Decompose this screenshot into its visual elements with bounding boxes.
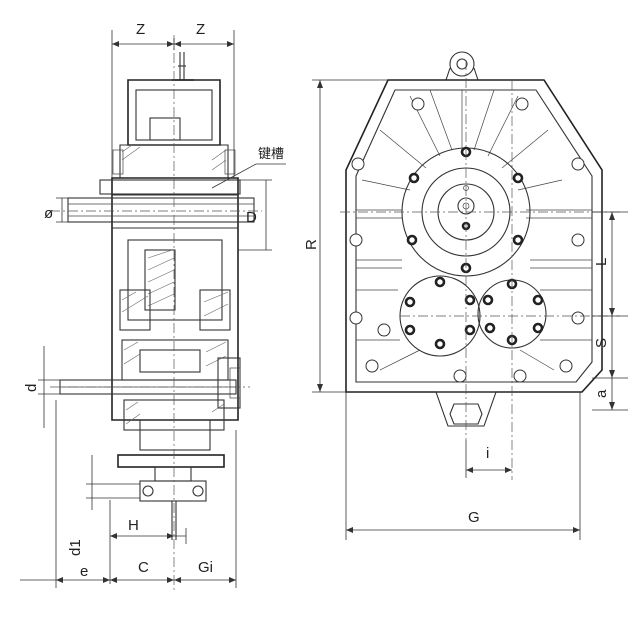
label-keyway: 键槽 [258, 146, 284, 161]
label-phi: ø [44, 205, 53, 222]
label-e: e [80, 563, 88, 580]
label-i: i [486, 445, 489, 462]
label-a: a [593, 389, 610, 398]
label-C: C [138, 559, 149, 576]
label-G: G [468, 509, 480, 526]
label-z-right: Z [196, 21, 205, 38]
label-d: d [23, 384, 40, 392]
label-H: H [128, 517, 139, 534]
front-dimensions [312, 79, 628, 540]
label-D: D [246, 209, 257, 226]
label-Gi: Gi [198, 559, 213, 576]
side-dimensions [20, 30, 286, 588]
front-view [340, 51, 620, 480]
label-d1: d1 [67, 539, 84, 556]
label-L: L [593, 258, 610, 266]
side-section-view [50, 35, 262, 590]
label-S: S [593, 338, 610, 348]
label-R: R [303, 239, 320, 250]
label-z-left: Z [136, 21, 145, 38]
